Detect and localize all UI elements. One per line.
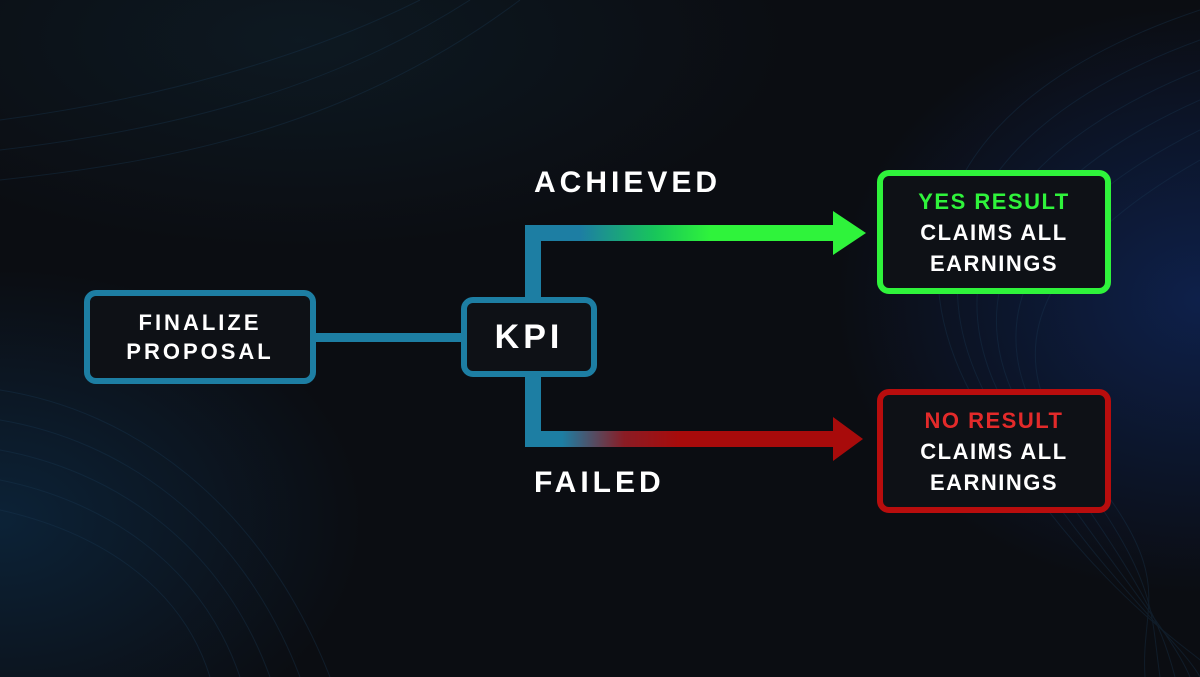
no-result-line1: CLAIMS ALL [920, 438, 1068, 464]
node-finalize-line1: FINALIZE [138, 310, 262, 335]
no-result-line2: EARNINGS [929, 469, 1059, 495]
arrow-failed-icon [833, 417, 863, 461]
node-finalize-proposal: FINALIZE PROPOSAL [84, 290, 316, 384]
connector-failed [525, 377, 863, 461]
node-yes-result: YES RESULT CLAIMS ALL EARNINGS [877, 170, 1111, 294]
node-kpi-label: KPI [494, 317, 564, 356]
node-no-result: NO RESULT CLAIMS ALL EARNINGS [877, 389, 1111, 513]
node-kpi: KPI [461, 297, 597, 377]
connector-source-to-kpi [314, 333, 464, 342]
connector-achieved [525, 211, 866, 297]
yes-result-line2: EARNINGS [929, 250, 1059, 276]
node-finalize-line2: PROPOSAL [126, 339, 274, 364]
yes-result-line1: CLAIMS ALL [920, 219, 1068, 245]
arrow-achieved-icon [833, 211, 866, 255]
branch-label-achieved: ACHIEVED [534, 166, 722, 199]
no-result-title: NO RESULT [924, 407, 1064, 433]
yes-result-title: YES RESULT [918, 188, 1070, 214]
branch-label-failed: FAILED [534, 466, 665, 499]
